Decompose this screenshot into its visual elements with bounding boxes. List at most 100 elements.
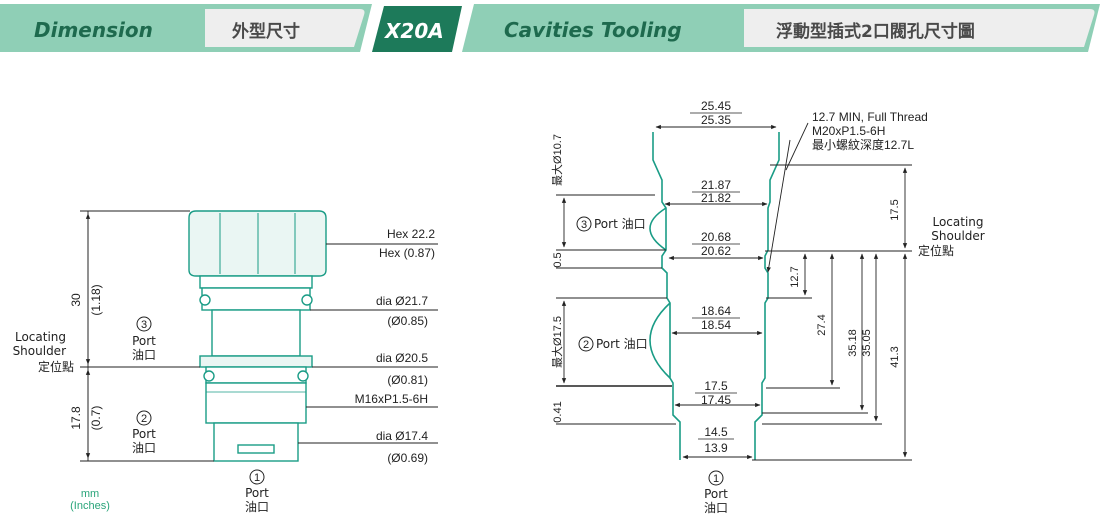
valve-port3-en: Port: [132, 334, 156, 348]
cavity-v127: 12.7: [789, 266, 801, 287]
valve-hex-mm: Hex 22.2: [387, 227, 435, 241]
valve-dia3-mm: dia Ø17.4: [376, 429, 428, 443]
cavity-zh-panel: [744, 9, 1095, 47]
cavity-v274: 27.4: [816, 314, 828, 335]
cavity-w2-a: 21.87: [701, 178, 731, 192]
valve-height-top-mm: 30: [69, 293, 83, 307]
valve-port1-en: Port: [245, 486, 269, 500]
valve-shoulder-en2: Shoulder: [13, 344, 67, 358]
valve-dia2-mm: dia Ø20.5: [376, 351, 428, 365]
valve-port1-circle-icon: [249, 469, 265, 485]
valve-port1-zh: 油口: [245, 500, 269, 514]
dimension-title-en: Dimension: [34, 18, 153, 42]
valve-port3-zh: 油口: [132, 348, 156, 362]
valve-height-bottom-in: (0.7): [89, 406, 103, 431]
valve-oring2-left: [203, 370, 215, 382]
cavity-shoulder-zh: 定位點: [918, 243, 954, 258]
dimension-zh-panel: [205, 9, 365, 47]
valve-thread-section: [205, 382, 307, 424]
cavity-v175: 17.5: [889, 199, 901, 220]
technical-drawing: 30 (1.18) 17.8 (0.7) Hex 22.2 Hex (0.87)…: [13, 99, 985, 515]
cavity-shoulder-en1: Locating: [932, 215, 983, 229]
valve-collar: [199, 275, 313, 289]
cavity-w-top-b: 25.35: [701, 113, 731, 127]
valve-oring-right: [301, 294, 313, 306]
cavity-v041: 0.41: [552, 401, 564, 422]
cavity-port3-arc: [649, 207, 667, 251]
cavity-left-dimensions: 最大Ø10.7 0.5 最大Ø17.5 0.41 3 Port 油口 2 Por…: [550, 134, 676, 425]
cavity-right-dimensions: 12.7 MIN, Full Thread M20xP1.5-6H 最小螺紋深度…: [704, 110, 985, 515]
valve-dia1-mm: dia Ø21.7: [376, 294, 428, 308]
cavity-v05: 0.5: [552, 252, 564, 267]
model-code: X20A: [383, 19, 444, 43]
cavity-port1-circle-icon: [708, 470, 724, 486]
cavity-w4-b: 18.54: [701, 318, 731, 332]
cavity-thread-note2: M20xP1.5-6H: [812, 124, 885, 138]
cavity-w-top-a: 25.45: [701, 99, 731, 113]
valve-outline: [188, 210, 327, 462]
valve-port1-num: 1: [254, 472, 260, 484]
cavity-w3-b: 20.62: [701, 244, 731, 258]
cavity-outline: [649, 132, 780, 460]
cavity-port1-zh: 油口: [704, 501, 728, 515]
dimension-title-zh: 外型尺寸: [232, 21, 300, 42]
valve-dia2-in: (Ø0.81): [387, 373, 428, 387]
cavity-w6-b: 13.9: [704, 441, 728, 455]
valve-port3-num: 3: [141, 319, 147, 331]
cavity-w3-a: 20.68: [701, 230, 731, 244]
valve-dia1-in: (Ø0.85): [387, 314, 428, 328]
valve-port2-circle-icon: [136, 410, 152, 426]
valve-hex-in: Hex (0.87): [379, 246, 435, 260]
cavity-v3518: 35.18: [847, 329, 859, 357]
cavity-port1-num: 1: [713, 473, 719, 485]
cavity-port2-circle-icon: [578, 336, 594, 352]
valve-thread-spec: M16xP1.5-6H: [355, 392, 428, 406]
valve-dia3-in: (Ø0.69): [387, 451, 428, 465]
valve-port3-body: [211, 309, 301, 357]
cavity-thread-note1: 12.7 MIN, Full Thread: [812, 110, 928, 124]
cavity-v413: 41.3: [889, 346, 901, 367]
valve-height-top-in: (1.18): [89, 284, 103, 315]
cavity-port2-label: Port 油口: [596, 337, 648, 351]
valve-port2-en: Port: [132, 427, 156, 441]
cavity-w6-a: 14.5: [704, 425, 728, 439]
cavity-right-wall: [754, 132, 780, 460]
valve-port3-circle-icon: [136, 316, 152, 332]
valve-shoulder-band: [199, 355, 313, 368]
cavity-port3-label: Port 油口: [594, 217, 646, 231]
units-inches: (Inches): [70, 500, 110, 512]
cavity-shoulder-en2: Shoulder: [931, 229, 985, 243]
units-mm: mm: [81, 488, 99, 500]
cavity-w2-b: 21.82: [701, 191, 731, 205]
valve-port2-num: 2: [141, 413, 147, 425]
cavity-w5-a: 17.5: [704, 379, 728, 393]
cavity-port3-circle-icon: [576, 216, 592, 232]
cavity-v3505: 35.05: [861, 329, 873, 357]
valve-dimensions: 30 (1.18) 17.8 (0.7) Hex 22.2 Hex (0.87)…: [69, 210, 438, 465]
cavity-port2-num: 2: [583, 339, 589, 351]
cavity-port3-num: 3: [581, 219, 587, 231]
valve-oring-left: [199, 294, 211, 306]
header-banner: Dimension 外型尺寸 X20A Cavities Tooling 浮動型…: [0, 4, 1100, 52]
cavity-port2-arc: [649, 302, 671, 379]
cavity-title-en: Cavities Tooling: [504, 18, 682, 42]
cavity-left-wall: [652, 132, 681, 460]
valve-height-bottom-mm: 17.8: [69, 406, 83, 430]
valve-oring-land-upper: [201, 287, 311, 311]
cavity-thread-note3: 最小螺紋深度12.7L: [812, 137, 914, 152]
valve-port2-zh: 油口: [132, 441, 156, 455]
cavity-max-d107: 最大Ø10.7: [550, 134, 564, 186]
cavity-title-zh: 浮動型插式2口閥孔尺寸圖: [776, 21, 975, 42]
valve-shoulder-en1: Locating: [15, 330, 66, 344]
cavity-w5-b: 17.45: [701, 393, 731, 407]
valve-oring2-right: [297, 370, 309, 382]
valve-nose: [213, 422, 299, 462]
model-badge: [372, 6, 462, 52]
cavity-width-dimensions: 25.45 25.35 21.87 21.82 20.68 20.62 18.6…: [655, 99, 777, 460]
cavity-port1-en: Port: [704, 487, 728, 501]
valve-oring-land-lower: [205, 366, 307, 384]
valve-labels: Locating Shoulder 定位點 3 Port 油口 2 Port 油…: [13, 316, 269, 514]
cavity-max-d175: 最大Ø17.5: [550, 316, 564, 368]
cavity-w4-a: 18.64: [701, 304, 731, 318]
valve-port1-slot: [237, 444, 275, 454]
